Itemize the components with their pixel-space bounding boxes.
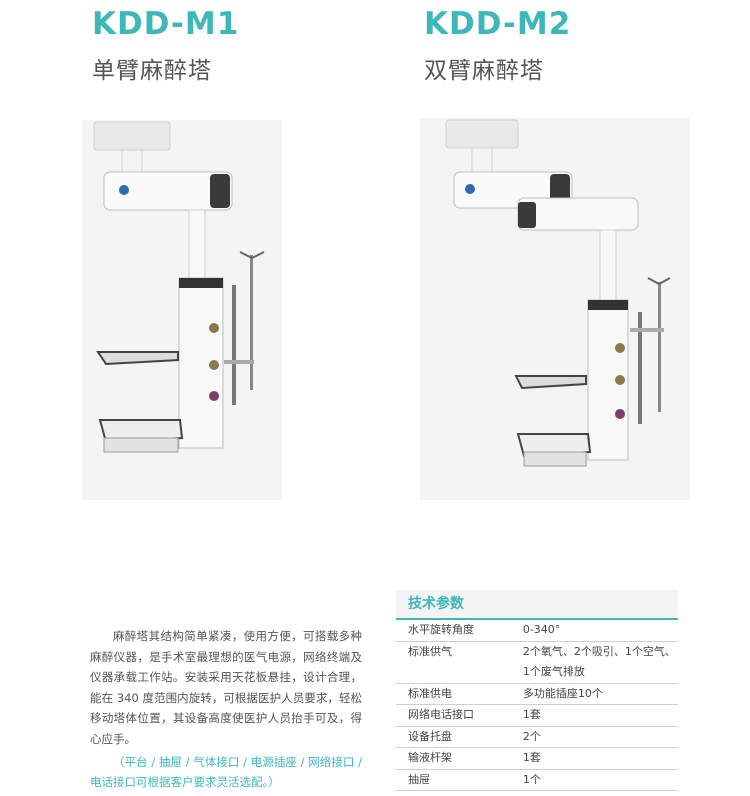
spec-value: 多功能插座10个 (516, 683, 678, 705)
double-arm-tower-illustration (445, 119, 671, 467)
product-description: 麻醉塔其结构简单紧凑，使用方便，可搭载多种麻醉仪器，是手术室最理想的医气电源，网… (90, 626, 362, 793)
product-image-m2 (420, 118, 690, 500)
spec-value: 2个 (516, 726, 678, 748)
spec-key: 输液杆架 (396, 747, 517, 770)
spec-value: 1个 (516, 769, 678, 791)
spec-value: 2个氧气、2个吸引、1个空气、1个废气排放 (516, 641, 678, 684)
spec-key: 网络电话接口 (396, 704, 517, 727)
product-model-m1: KDD-M1 (92, 6, 240, 42)
single-arm-tower-illustration (93, 121, 265, 453)
product-model-m2: KDD-M2 (424, 6, 572, 42)
table-row: 标准供电多功能插座10个 (396, 683, 678, 705)
spec-value: 1套 (516, 704, 678, 727)
spec-key: 水平旋转角度 (396, 620, 517, 642)
spec-key: 抽屉 (396, 769, 517, 791)
spec-value: 1套 (516, 747, 678, 770)
description-text: 麻醉塔其结构简单紧凑，使用方便，可搭载多种麻醉仪器，是手术室最理想的医气电源，网… (90, 629, 362, 746)
spec-key: 标准供气 (396, 641, 517, 684)
product-name-m1: 单臂麻醉塔 (92, 58, 212, 84)
spec-key: 设备托盘 (396, 726, 517, 748)
options-note: （平台 / 抽屉 / 气体接口 / 电源插座 / 网络接口 / 电话接口可根据客… (90, 754, 362, 790)
spec-title: 技术参数 (396, 590, 678, 620)
spec-value: 0-340° (516, 620, 678, 642)
product-image-m1 (82, 120, 282, 500)
spec-key: 标准供电 (396, 683, 517, 705)
product-name-m2: 双臂麻醉塔 (424, 58, 544, 84)
